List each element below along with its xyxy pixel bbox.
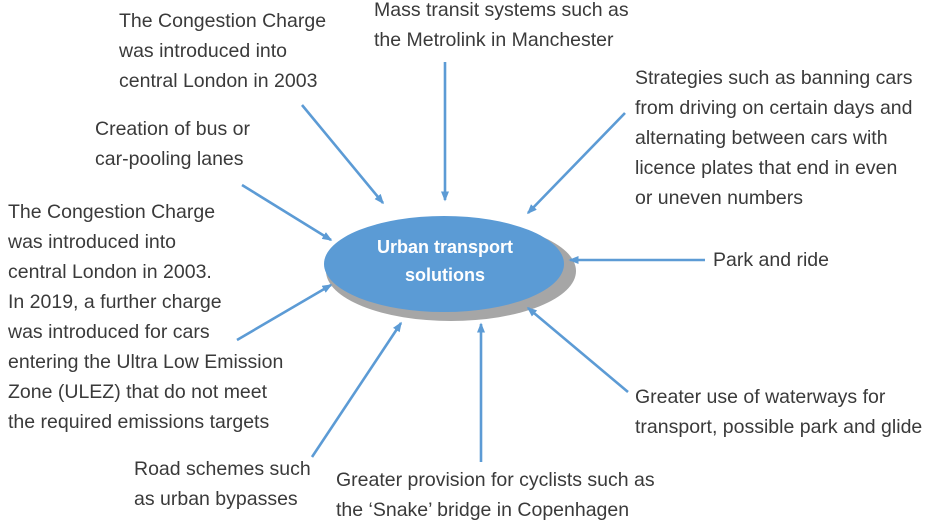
arrow-road-schemes [310, 321, 403, 458]
node-waterways: Greater use of waterways for transport, … [635, 386, 923, 438]
node-bus-lanes: Creation of bus or car-pooling lanes [95, 118, 251, 170]
node-cyclists: Greater provision for cyclists such as t… [336, 469, 655, 521]
node-road-schemes: Road schemes such as urban bypasses [134, 458, 311, 510]
center-label: Urban transport solutions [376, 237, 513, 285]
arrow-bus-lanes [241, 183, 333, 242]
arrow-congestion-2003 [300, 104, 385, 205]
node-ulez: The Congestion Charge was introduced int… [8, 201, 284, 433]
center-ellipse [324, 216, 564, 312]
arrow-banning-cars [526, 112, 626, 215]
node-banning-cars: Strategies such as banning cars from dri… [635, 67, 913, 209]
arrow-waterways [526, 307, 629, 393]
arrow-ulez [236, 283, 333, 342]
node-mass-transit: Mass transit systems such as the Metroli… [374, 0, 629, 51]
node-congestion-2003: The Congestion Charge was introduced int… [119, 10, 327, 92]
node-park-ride: Park and ride [713, 249, 829, 271]
